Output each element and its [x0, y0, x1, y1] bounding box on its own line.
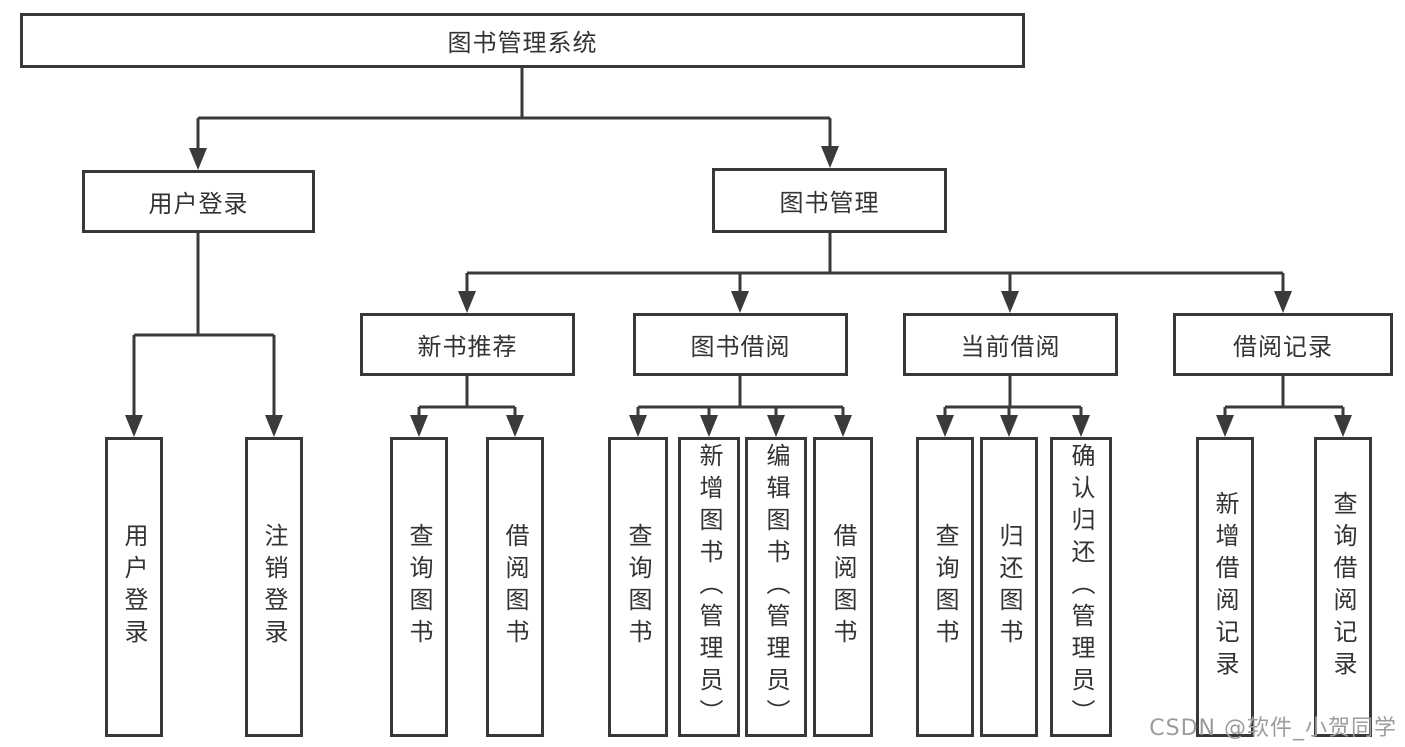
leaf-logout: 注销登录	[245, 437, 303, 737]
node-root: 图书管理系统	[20, 13, 1025, 68]
watermark: CSDN @软件_小贺同学	[1149, 716, 1397, 741]
connector-stems	[132, 68, 1345, 419]
leaf-add-book-admin: 新增图书（管理员）	[678, 437, 740, 737]
node-current-borrow: 当前借阅	[903, 313, 1118, 376]
leaf-borrow-book-1: 借阅图书	[486, 437, 544, 737]
arrowhead-icons	[125, 146, 1352, 437]
node-borrow-records: 借阅记录	[1173, 313, 1393, 376]
leaf-return-book: 归还图书	[980, 437, 1038, 737]
leaf-query-book-2: 查询图书	[608, 437, 668, 737]
leaf-user-login: 用户登录	[105, 437, 163, 737]
leaf-edit-book-admin: 编辑图书（管理员）	[745, 437, 807, 737]
node-book-borrow: 图书借阅	[633, 313, 848, 376]
leaf-query-book-1: 查询图书	[390, 437, 448, 737]
leaf-add-borrow-record: 新增借阅记录	[1196, 437, 1254, 737]
leaf-borrow-book-2: 借阅图书	[813, 437, 873, 737]
leaf-query-book-3: 查询图书	[916, 437, 974, 737]
node-new-book-recommend: 新书推荐	[360, 313, 575, 376]
node-user-login: 用户登录	[82, 170, 315, 233]
leaf-query-borrow-record: 查询借阅记录	[1314, 437, 1372, 737]
leaf-confirm-return-admin: 确认归还（管理员）	[1050, 437, 1112, 737]
node-book-management: 图书管理	[712, 168, 947, 233]
